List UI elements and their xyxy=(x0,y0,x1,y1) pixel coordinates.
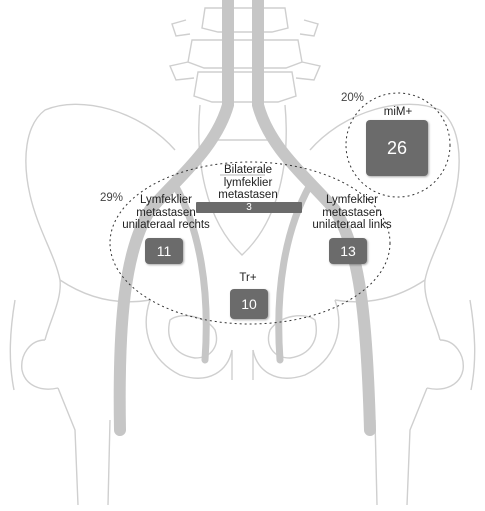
mim-percent: 20% xyxy=(341,92,365,104)
mim-count-box: 26 xyxy=(366,120,428,176)
bilateral-count-bar: 3 xyxy=(196,202,302,213)
left-count-box: 13 xyxy=(329,238,367,264)
right-label-line2: metastasen xyxy=(136,206,196,219)
pelvis-outline xyxy=(9,7,476,506)
tumor-count-box: 10 xyxy=(230,289,268,319)
bilateral-label-line2: lymfeklier xyxy=(223,176,273,189)
nodes-percent: 29% xyxy=(100,192,124,204)
left-label-line1: Lymfeklier xyxy=(326,194,378,206)
lymph-node-region-ellipse xyxy=(109,161,391,325)
right-label: Lymfeklier metastasen unilateraal rechts xyxy=(114,194,218,232)
right-label-line3: unilateraal rechts xyxy=(122,219,210,231)
left-label-line3: unilateraal links xyxy=(312,219,392,231)
bilateral-label-line3: metastasen xyxy=(218,189,278,201)
right-label-line1: Lymfeklier xyxy=(140,194,192,206)
bilateral-label: Bilaterale lymfeklier metastasen xyxy=(200,164,296,202)
tumor-label: Tr+ xyxy=(239,272,257,284)
mim-label: miM+ xyxy=(383,106,413,118)
bilateral-label-line1: Bilaterale xyxy=(224,164,272,176)
left-label-line2: metastasen xyxy=(322,206,382,219)
distant-metastasis-circle xyxy=(345,92,451,198)
left-label: Lymfeklier metastasen unilateraal links xyxy=(304,194,400,232)
iliac-vessels xyxy=(113,0,376,436)
right-count-box: 11 xyxy=(145,238,183,264)
